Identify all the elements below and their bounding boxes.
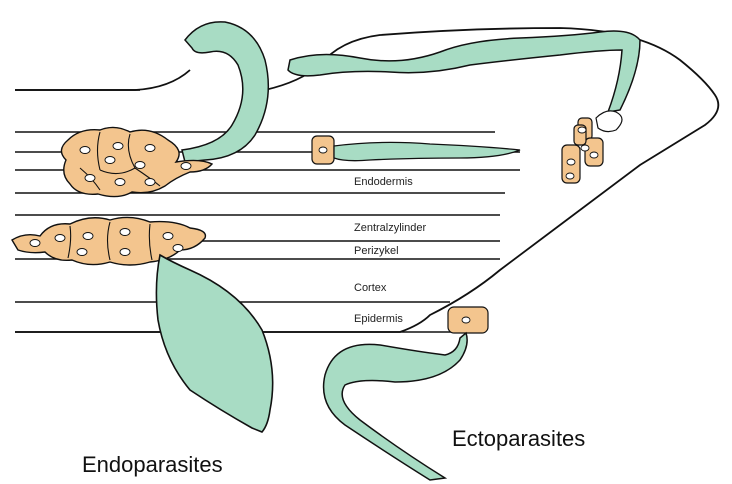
ectoparasite-bottom-nematode xyxy=(324,333,468,480)
label-endoparasites: Endoparasites xyxy=(82,452,223,477)
endoparasite-saccate-female xyxy=(156,255,272,432)
label-cortex: Cortex xyxy=(354,282,387,294)
migratory-nematode xyxy=(334,142,520,160)
label-endodermis: Endodermis xyxy=(354,176,413,188)
giant-cell-cluster-middle xyxy=(12,217,205,265)
label-epidermis: Epidermis xyxy=(354,313,403,325)
label-ectoparasites: Ectoparasites xyxy=(452,426,585,451)
label-perizykel: Perizykel xyxy=(354,245,399,257)
endoparasite-hook-nematode xyxy=(182,22,268,162)
ectoparasite-top-nematode xyxy=(288,31,640,112)
label-zentralzylinder: Zentralzylinder xyxy=(354,222,426,234)
ectoparasite-stylet-tip xyxy=(596,111,622,132)
